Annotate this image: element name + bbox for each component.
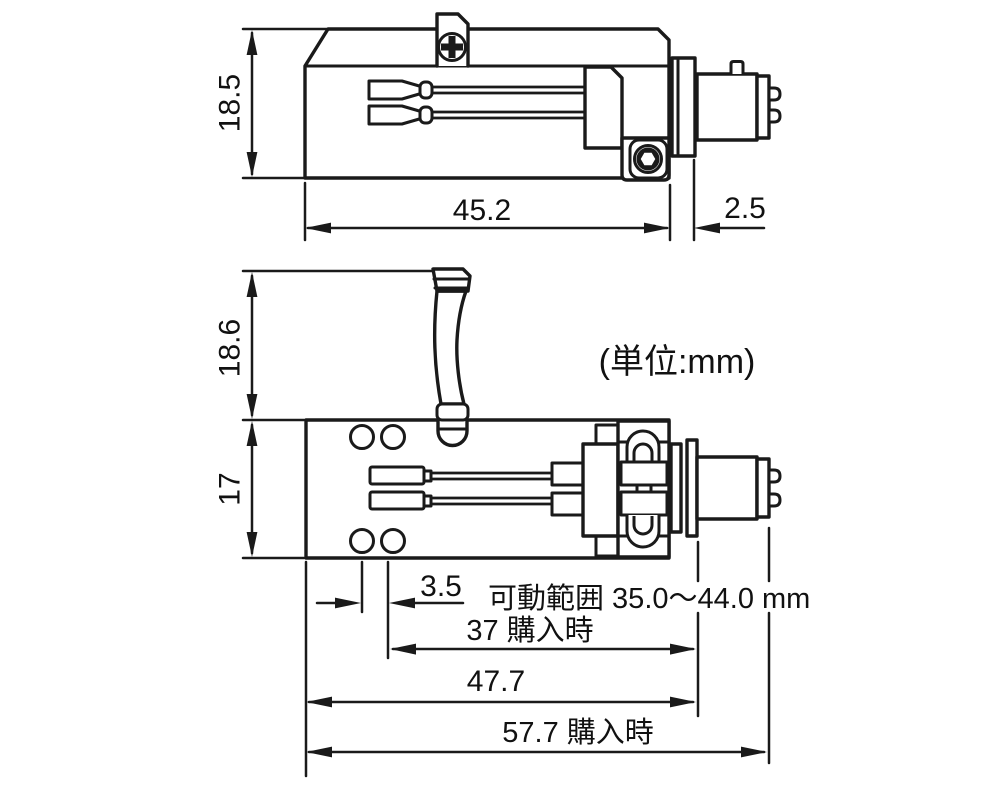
- arrowhead-left-icon: [305, 222, 331, 234]
- terminal-neck: [422, 469, 433, 483]
- finger-lift-tip-lines: [432, 277, 471, 290]
- finger-lift-lever: [432, 289, 468, 406]
- mount-step: [594, 423, 620, 446]
- arrowhead-up-icon: [246, 30, 258, 55]
- dim-label-length-to-collar: 47.7: [467, 665, 525, 698]
- terminal-clip: [550, 491, 585, 517]
- lock-bar: [619, 490, 669, 517]
- mounting-hole: [380, 528, 406, 554]
- cartridge-mount-block: [581, 442, 620, 538]
- arrowhead-right-icon: [670, 643, 696, 655]
- arrowhead-right-icon: [335, 597, 361, 609]
- wire-ferrule: [418, 105, 434, 125]
- side-view-dimensions: 18.5 45.2 2.5: [214, 27, 766, 242]
- mounting-hole: [349, 424, 375, 450]
- lead-terminal: [368, 490, 426, 511]
- barrel-key-tab: [729, 60, 745, 74]
- unit-note: (単位:mm): [599, 343, 756, 381]
- lead-wire: [430, 85, 592, 95]
- arrowhead-left-icon: [389, 597, 415, 609]
- connector-pin: [767, 108, 782, 124]
- connector-end-cap: [755, 74, 771, 140]
- hex-nut-icon: [637, 149, 659, 169]
- connector-end-cap: [755, 457, 771, 519]
- lead-terminal: [367, 104, 423, 126]
- dim-label-body-width: 17: [214, 472, 247, 505]
- lead-wire: [430, 110, 592, 120]
- dim-label-hole-pitch: 3.5: [420, 570, 462, 603]
- top-view-drawing: [304, 267, 782, 560]
- mounting-hole: [349, 528, 375, 554]
- arrowhead-up-icon: [246, 421, 258, 446]
- dim-label-37-at-purchase: 37 購入時: [466, 614, 593, 647]
- wire-ferrule: [418, 80, 434, 100]
- finger-lift-collar: [435, 402, 470, 422]
- mounting-hole: [380, 424, 406, 450]
- arrowhead-down-icon: [246, 532, 258, 557]
- dim-label-body-length: 45.2: [453, 194, 511, 227]
- arrowhead-right-icon: [741, 746, 767, 758]
- lead-wire: [428, 471, 558, 481]
- dim-label-overall-at-purchase: 57.7 購入時: [502, 716, 654, 749]
- dim-label-side-height: 18.5: [214, 74, 247, 132]
- lead-terminal: [367, 79, 423, 101]
- dim-label-lift-height: 18.6: [214, 319, 247, 377]
- arrowhead-up-icon: [246, 272, 258, 297]
- cartridge-mount-block: [583, 65, 624, 150]
- movable-range-label: 可動範囲 35.0〜44.0 mm: [488, 582, 810, 615]
- finger-lift-foot: [436, 417, 469, 448]
- terminal-clip: [550, 461, 585, 487]
- arrowhead-left-icon: [694, 222, 720, 234]
- lead-wire: [428, 496, 558, 506]
- arrowhead-left-icon: [306, 746, 332, 758]
- arrowhead-left-icon: [306, 696, 332, 708]
- connector-flange: [670, 56, 697, 158]
- connector-pin: [767, 492, 782, 508]
- connector-barrel: [695, 455, 759, 521]
- lock-bar: [619, 460, 669, 487]
- mount-step: [594, 534, 620, 558]
- arrowhead-down-icon: [246, 152, 258, 177]
- connector-flange-front: [669, 442, 683, 534]
- lead-terminal: [368, 465, 426, 486]
- side-view-drawing: [303, 12, 782, 182]
- arrowhead-down-icon: [246, 394, 258, 419]
- top-view-dimensions: 18.6 17 3.5 可動範囲 35.0〜44.0 mm 37 購入時 47.…: [214, 269, 810, 778]
- lock-slot-upper-inner: [632, 442, 654, 462]
- connector-barrel: [695, 72, 759, 142]
- connector-pin: [767, 468, 782, 484]
- lock-slot-lower-inner: [632, 516, 654, 536]
- arrowhead-right-icon: [670, 696, 696, 708]
- arrowhead-right-icon: [644, 222, 670, 234]
- arrowhead-left-icon: [390, 643, 416, 655]
- dim-label-collar-gap: 2.5: [724, 192, 766, 225]
- screw-cross-icon: [441, 43, 463, 51]
- connector-pin: [767, 86, 782, 102]
- terminal-neck: [422, 494, 433, 508]
